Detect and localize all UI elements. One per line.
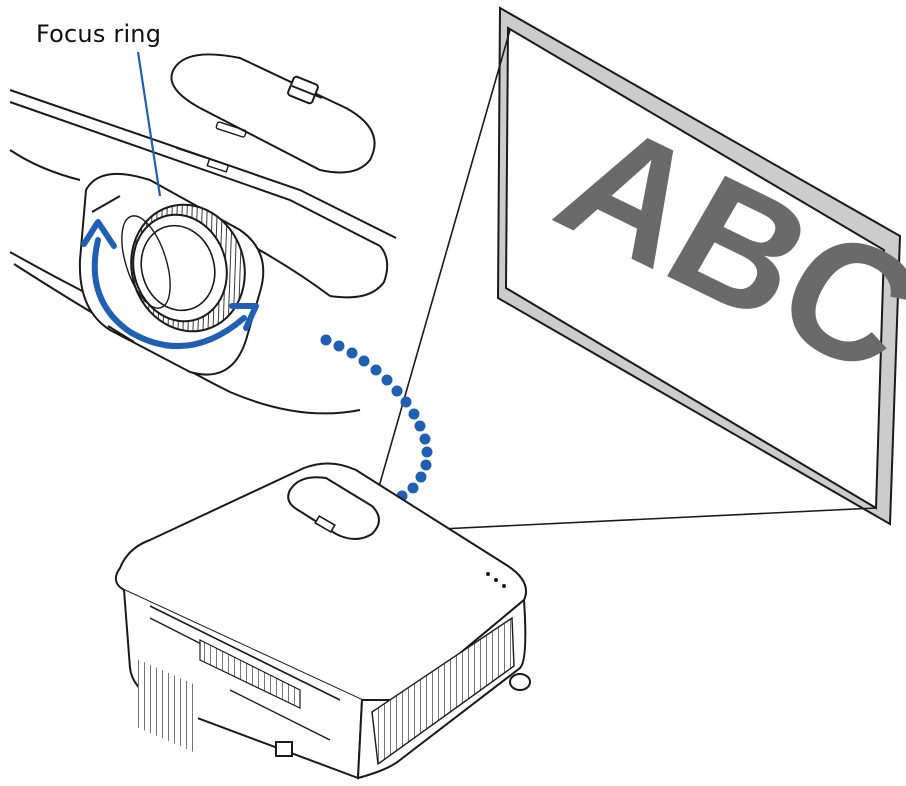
projector-unit <box>114 462 531 780</box>
lens-assembly <box>121 203 246 333</box>
focus-ring-callout-label: Focus ring <box>36 20 162 48</box>
projection-screen: ABC <box>496 6 906 526</box>
dotted-arc-icon <box>320 334 433 507</box>
callout-leader-line <box>136 51 162 197</box>
curved-double-arrow-icon <box>81 219 259 350</box>
projection-beam-lines <box>373 29 877 531</box>
